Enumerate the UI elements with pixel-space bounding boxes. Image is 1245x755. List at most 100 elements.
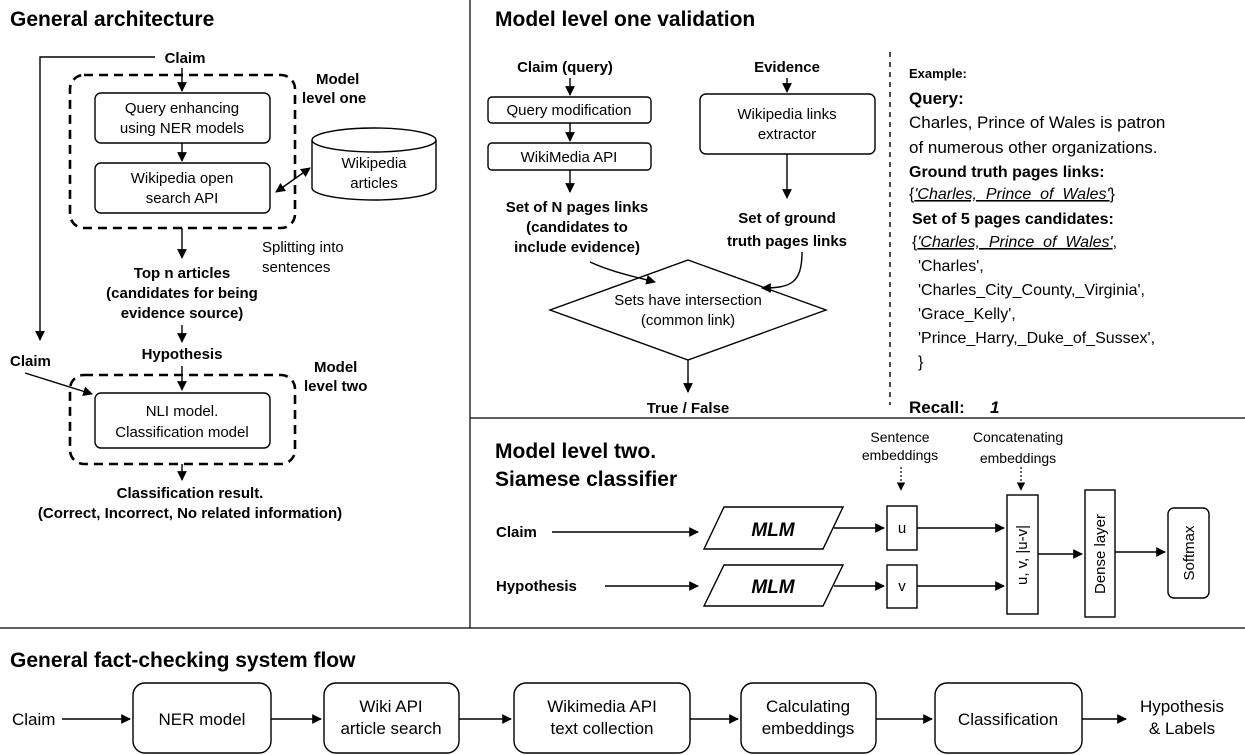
- candidate-item: 'Grace_Kelly',: [918, 306, 1016, 323]
- flow-end-text-2: & Labels: [1149, 719, 1215, 738]
- wikipedia-search-text-2: search API: [146, 190, 219, 207]
- gt-open: {: [909, 186, 915, 203]
- query-modification-text: Query modification: [506, 102, 631, 119]
- mlm-text-top: MLM: [751, 520, 795, 541]
- wikipedia-search-box: [94, 162, 271, 214]
- general-architecture-panel: General architecture Claim Model level o…: [10, 8, 437, 522]
- query-text-2: of numerous other organizations.: [909, 138, 1158, 157]
- mlm-parallelogram-bottom: [702, 564, 845, 607]
- dense-text: Dense layer: [1092, 514, 1109, 594]
- set-ground-text-2: truth pages links: [727, 233, 847, 250]
- flow-title: General fact-checking system flow: [10, 649, 356, 672]
- links-extractor-box: [699, 93, 876, 155]
- wikimedia-api-text: WikiMedia API: [521, 149, 618, 166]
- flow-step-embeddings-text-2: embeddings: [762, 719, 855, 738]
- flow-step-ner: [132, 682, 272, 754]
- flow-step-classification: [934, 682, 1083, 754]
- sentence-emb-text-1: Sentence: [870, 429, 929, 445]
- flow-end-text-1: Hypothesis: [1140, 697, 1224, 716]
- gt-link: 'Charles,_Prince_of_Wales': [914, 186, 1110, 203]
- ground-truth-label: Ground truth pages links:: [909, 164, 1105, 181]
- siamese-title-2: Siamese classifier: [495, 468, 677, 491]
- flow-step-wiki-api: [323, 682, 460, 754]
- links-extractor-text-1: Wikipedia links: [737, 106, 836, 123]
- softmax-text: Softmax: [1181, 525, 1198, 581]
- cand-open: {: [912, 234, 918, 251]
- result-text-2: (Correct, Incorrect, No related informat…: [38, 505, 342, 522]
- example-panel: Example: Query: Charles, Prince of Wales…: [909, 66, 1165, 417]
- setn-to-diamond-arrow: [589, 261, 656, 285]
- cylinder-text-1: Wikipedia: [341, 155, 407, 172]
- claim-query-label: Claim (query): [517, 59, 613, 76]
- flow-step-embeddings-text-1: Calculating: [766, 697, 850, 716]
- flow-step-wiki-api-text-2: article search: [340, 719, 441, 738]
- siamese-claim-label: Claim: [496, 524, 537, 541]
- model-level-two-label-1: Model: [314, 359, 357, 376]
- set-n-text-1: Set of N pages links: [506, 199, 649, 216]
- top-n-text-2: (candidates for being: [106, 285, 258, 302]
- set-ground-text-1: Set of ground: [738, 210, 836, 227]
- links-extractor-text-2: extractor: [758, 126, 816, 143]
- siamese-panel: Model level two. Siamese classifier Sent…: [495, 429, 1210, 618]
- set-n-text-2: (candidates to: [526, 219, 628, 236]
- query-enhancing-text-2: using NER models: [120, 120, 244, 137]
- cand-close: }: [918, 354, 924, 371]
- siamese-hypothesis-label: Hypothesis: [496, 578, 577, 595]
- diamond-text-1: Sets have intersection: [614, 292, 762, 309]
- model-level-one-label-2: level one: [302, 90, 366, 107]
- recall-label: Recall:: [909, 398, 965, 417]
- setground-to-diamond-arrow: [761, 251, 803, 293]
- gt-close: }: [1110, 186, 1116, 203]
- claim2-arrow: [24, 372, 93, 397]
- flow-step-embeddings: [740, 682, 877, 754]
- ground-truth-line: {'Charles,_Prince_of_Wales'}: [909, 186, 1116, 203]
- flow-start-text: Claim: [12, 710, 55, 729]
- query-enhancing-text-1: Query enhancing: [125, 100, 239, 117]
- cand-first-sep: ,: [1113, 234, 1117, 251]
- nli-text-1: NLI model.: [146, 403, 219, 420]
- claim-label: Claim: [165, 50, 206, 67]
- evidence-label: Evidence: [754, 59, 820, 76]
- flow-step-wiki-api-text-1: Wiki API: [359, 697, 422, 716]
- v-text: v: [898, 578, 906, 595]
- concat-emb-text-1: Concatenating: [973, 429, 1063, 445]
- top-n-text-3: evidence source): [121, 305, 244, 322]
- nli-model-box: [94, 392, 271, 449]
- model-level-two-label-2: level two: [304, 378, 367, 395]
- true-false-text: True / False: [647, 400, 730, 417]
- set-n-text-3: include evidence): [514, 239, 640, 256]
- candidates-label: Set of 5 pages candidates:: [912, 211, 1114, 228]
- flow-step-wikimedia-text-1: Wikimedia API: [547, 697, 657, 716]
- concat-box-text: u, v, |u-v|: [1014, 525, 1031, 585]
- u-text: u: [898, 520, 906, 537]
- mlm-text-bottom: MLM: [751, 577, 795, 598]
- candidate-item: 'Charles',: [918, 258, 984, 275]
- general-architecture-title: General architecture: [10, 8, 214, 31]
- candidate-item: 'Prince_Harry,_Duke_of_Sussex',: [918, 330, 1155, 347]
- search-cylinder-arrow: [275, 167, 311, 193]
- flow-panel: General fact-checking system flow Claim …: [10, 649, 1224, 754]
- recall-value: 1: [990, 398, 999, 417]
- v-box: [886, 564, 918, 609]
- intersection-diamond: [547, 259, 829, 361]
- validation-panel: Model level one validation Claim (query)…: [487, 8, 876, 417]
- mlm-parallelogram-top: [702, 506, 845, 550]
- example-label: Example:: [909, 66, 967, 81]
- model-level-one-label-1: Model: [316, 71, 359, 88]
- softmax-box: [1167, 507, 1210, 599]
- nli-text-2: Classification model: [115, 424, 248, 441]
- siamese-title-1: Model level two.: [495, 440, 656, 463]
- flow-step-wikimedia-api: [513, 682, 691, 754]
- diamond-text-2: (common link): [641, 312, 735, 329]
- top-n-text-1: Top n articles: [134, 265, 230, 282]
- sentence-emb-text-2: embeddings: [862, 447, 938, 463]
- query-text-1: Charles, Prince of Wales is patron: [909, 113, 1165, 132]
- claim-bypass-arrow: [35, 56, 155, 341]
- wikipedia-articles-cylinder: Wikipedia articles: [311, 127, 437, 201]
- cand-first: 'Charles,_Prince_of_Wales': [917, 234, 1113, 251]
- result-text-1: Classification result.: [117, 485, 264, 502]
- flow-step-wikimedia-text-2: text collection: [551, 719, 654, 738]
- wikipedia-search-text-1: Wikipedia open: [131, 170, 234, 187]
- cylinder-text-2: articles: [350, 175, 398, 192]
